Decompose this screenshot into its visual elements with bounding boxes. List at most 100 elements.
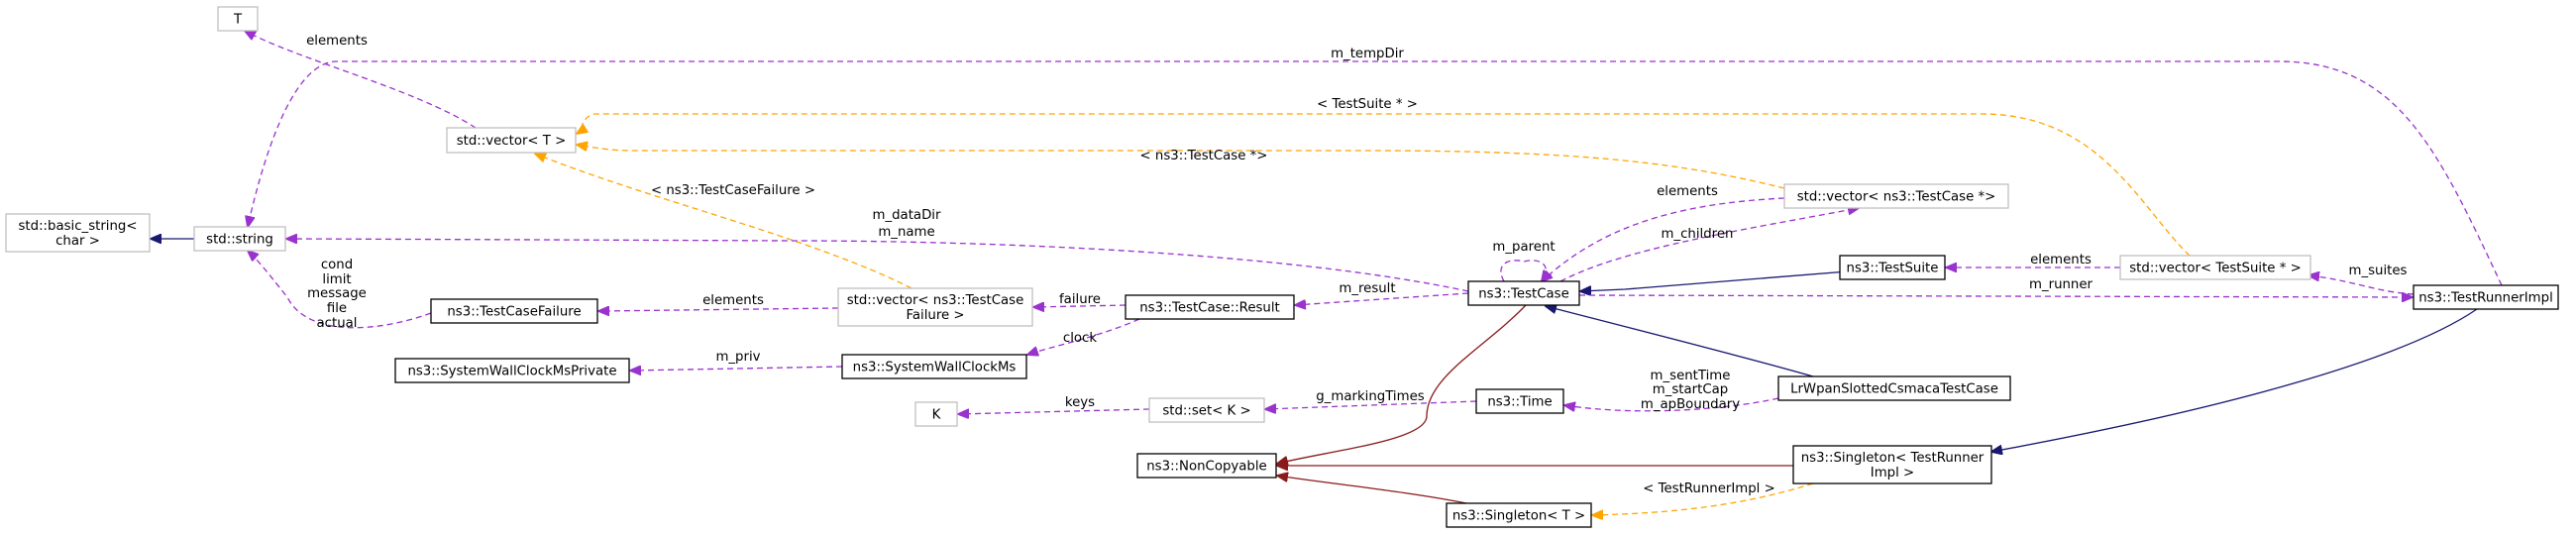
node-label: ns3::SystemWallClockMsPrivate (407, 365, 616, 379)
edge-LrWpan-TestCase (1546, 306, 1814, 377)
node-box (1783, 183, 2009, 209)
node-box (217, 6, 259, 32)
edge-SingletonRunner-SingletonT: < TestRunnerImpl > (1592, 481, 1814, 515)
class-node-NonCopyable[interactable]: ns3::NonCopyable (1136, 453, 1277, 479)
node-box (5, 213, 151, 253)
node-box (1136, 453, 1277, 479)
edge-label: failure (1059, 292, 1101, 307)
node-label: ns3::SystemWallClockMs (853, 361, 1017, 375)
node-label: K (932, 408, 941, 423)
edge-line (248, 251, 432, 329)
edge-label: < TestRunnerImpl > (1643, 481, 1775, 496)
edge-TestRunnerImpl-vectorTestSuite: m_suites (2308, 264, 2415, 295)
edge-TestRunnerImpl-string: m_tempDir (248, 47, 2503, 286)
edge-line (598, 308, 839, 311)
node-label: ns3::NonCopyable (1146, 460, 1266, 475)
edge-label: clock (1063, 331, 1097, 346)
node-box (193, 226, 286, 252)
node-label: std::basic_string< (18, 219, 137, 234)
class-node-SingletonRunner[interactable]: ns3::Singleton< TestRunnerImpl > (1792, 445, 1992, 484)
edge-SingletonT-NonCopyable (1277, 476, 1467, 504)
node-label: LrWpanSlottedCsmacaTestCase (1790, 382, 1998, 397)
class-node-SystemWallClockMs[interactable]: ns3::SystemWallClockMs (841, 354, 1027, 379)
edge-line (1559, 208, 1859, 282)
node-label: ns3::Singleton< TestRunner (1801, 451, 1985, 466)
edge-line (1277, 476, 1467, 504)
edge-line (1991, 308, 2478, 452)
edge-line (248, 60, 2503, 286)
edge-line (1564, 397, 1779, 411)
edge-setK-K: keys (958, 395, 1150, 414)
edge-line (1580, 268, 1874, 291)
class-node-vectorTestCase: std::vector< ns3::TestCase *> (1783, 183, 2009, 209)
edge-label: elements (306, 34, 368, 49)
edge-line (1265, 400, 1477, 409)
node-box (430, 298, 598, 324)
class-node-TestRunnerImpl[interactable]: ns3::TestRunnerImpl (2413, 284, 2559, 310)
edge-line (577, 113, 2191, 257)
class-node-TestCase[interactable]: ns3::TestCase (1467, 280, 1580, 306)
class-node-SystemWallClockMsPrivate[interactable]: ns3::SystemWallClockMsPrivate (394, 358, 630, 383)
edge-label: g_markingTimes (1316, 389, 1424, 404)
edge-vectorTestSuite-TestSuite: elements (1946, 253, 2120, 267)
node-box (841, 354, 1027, 379)
node-box (1467, 280, 1580, 306)
node-label: std::vector< ns3::TestCase *> (1797, 190, 1996, 205)
edge-TestCase-Result: m_result (1295, 281, 1469, 305)
node-box (1839, 255, 1946, 280)
edge-TestCase-vectorTestCase: m_children (1559, 208, 1859, 282)
node-label: ns3::TestRunnerImpl (2418, 291, 2553, 306)
edge-line (245, 31, 477, 129)
edge-label: actual (317, 316, 358, 331)
edge-line (1578, 295, 2413, 297)
edge-vectorTestSuite-vectorT: < TestSuite * > (577, 97, 2191, 257)
edge-line (958, 408, 1150, 414)
edge-TestSuite-TestCase (1580, 268, 1874, 291)
node-label: std::vector< ns3::TestCase (847, 293, 1024, 308)
class-node-TestCaseFailure[interactable]: ns3::TestCaseFailure (430, 298, 598, 324)
class-node-SingletonT[interactable]: ns3::Singleton< T > (1446, 502, 1592, 528)
class-node-basic_string: std::basic_string<char > (5, 213, 151, 253)
edge-vectorTestCase-vectorT: < ns3::TestCase *> (577, 145, 1785, 189)
edge-label: file (327, 301, 347, 316)
edge-label: message (307, 286, 367, 301)
node-label: Impl > (1871, 466, 1914, 481)
node-label: ns3::TestCase::Result (1139, 301, 1280, 316)
class-node-T: T (217, 6, 259, 32)
edge-label: m_startCap (1653, 382, 1728, 397)
edge-line (1033, 305, 1127, 307)
edge-Result-SystemWallClockMs: clock (1027, 318, 1140, 355)
node-label: std::vector< TestSuite * > (2129, 262, 2301, 276)
edge-label: keys (1065, 395, 1095, 410)
edge-label: m_dataDir (873, 208, 941, 223)
node-box (446, 127, 577, 154)
class-node-vectorT: std::vector< T > (446, 127, 577, 154)
class-node-TestSuite[interactable]: ns3::TestSuite (1839, 255, 1946, 280)
edge-label: limit (322, 272, 351, 287)
class-node-Result[interactable]: ns3::TestCase::Result (1125, 294, 1295, 320)
node-label: std::set< K > (1162, 404, 1250, 419)
edge-line (1277, 304, 1527, 464)
node-box (2119, 255, 2311, 280)
edge-label: < ns3::TestCase *> (1140, 149, 1268, 163)
edge-label: elements (2030, 253, 2092, 267)
node-box (1125, 294, 1295, 320)
edge-line (630, 367, 843, 371)
class-node-string: std::string (193, 226, 286, 252)
class-node-LrWpan[interactable]: LrWpanSlottedCsmacaTestCase (1777, 375, 2011, 401)
class-node-K: K (914, 401, 958, 427)
edge-label: m_sentTime (1651, 369, 1731, 383)
edge-label: m_runner (2029, 277, 2093, 292)
class-node-Time[interactable]: ns3::Time (1475, 388, 1564, 414)
edge-vectorFailure-vectorT: < ns3::TestCaseFailure > (535, 154, 912, 289)
edge-label: m_priv (715, 350, 760, 365)
node-box (1446, 502, 1592, 528)
edge-label: elements (1657, 184, 1718, 199)
edge-label: m_children (1662, 227, 1734, 242)
edge-TestRunnerImpl-SingletonRunner (1991, 308, 2478, 452)
edge-Time-setK: g_markingTimes (1265, 389, 1477, 409)
edge-TestCase-TestCase: m_parent (1492, 240, 1556, 281)
